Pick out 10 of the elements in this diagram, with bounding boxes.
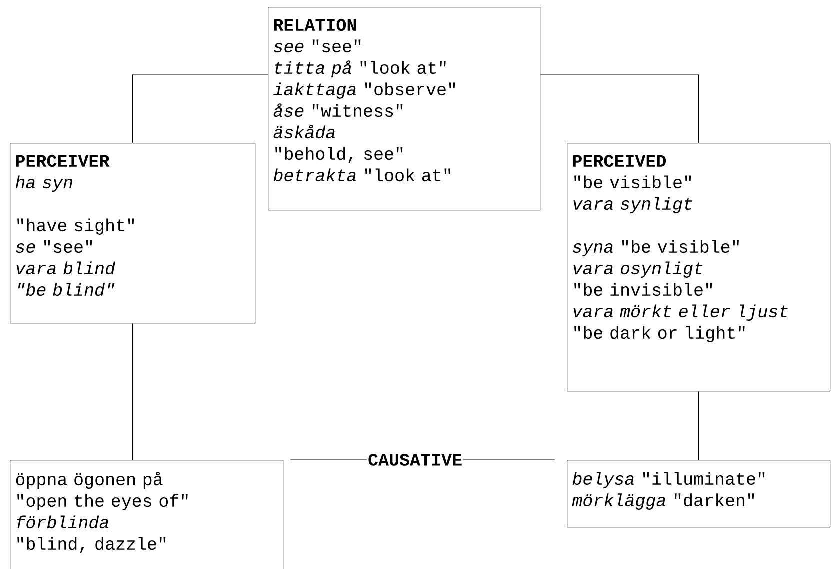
text-box: PERCEIVER ha syn "have sight" se "see" vara blind "be blind" [10, 143, 256, 324]
text-box: belysa "illuminate" mörklägga "darken" [567, 460, 831, 528]
text-box: RELATION see "see" titta på "look at" iakttaga "observe" åse "witness" äskåda "behold, see" betrakta "look at" [268, 7, 541, 211]
text-box: PERCEIVED "be visible" vara synligt syna "be visible" vara osynligt "be invisible" vara mörkt eller ljust "be dark or light" [567, 143, 831, 392]
connector-line [698, 391, 700, 460]
edge-label: CAUSATIVE [367, 453, 464, 467]
connector-line [132, 323, 134, 460]
text-box: öppna ögonen på "open the eyes of" förblinda "blind, dazzle" [10, 460, 284, 569]
connector-line [540, 74, 700, 144]
connector-line [132, 74, 268, 144]
